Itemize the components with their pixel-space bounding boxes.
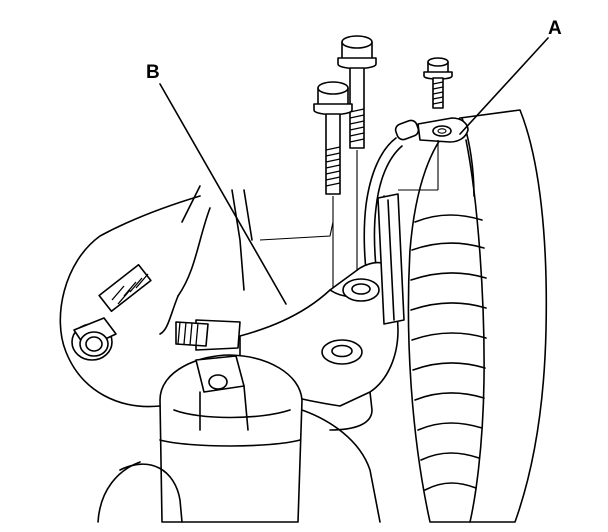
long-bolt-front-icon bbox=[313, 81, 353, 195]
ground-cable bbox=[363, 117, 469, 286]
callout-label-b: B bbox=[146, 62, 160, 83]
mount-lower-housing bbox=[97, 354, 381, 523]
small-bolt-icon bbox=[423, 57, 453, 109]
leader-line-b bbox=[159, 83, 287, 305]
callout-label-a: A bbox=[548, 18, 562, 39]
engine-housing bbox=[407, 109, 548, 523]
leader-line-a bbox=[459, 37, 549, 135]
detail-bolt-icon bbox=[71, 263, 152, 361]
bracket-arm bbox=[175, 319, 241, 351]
detail-magnifier bbox=[59, 185, 211, 408]
